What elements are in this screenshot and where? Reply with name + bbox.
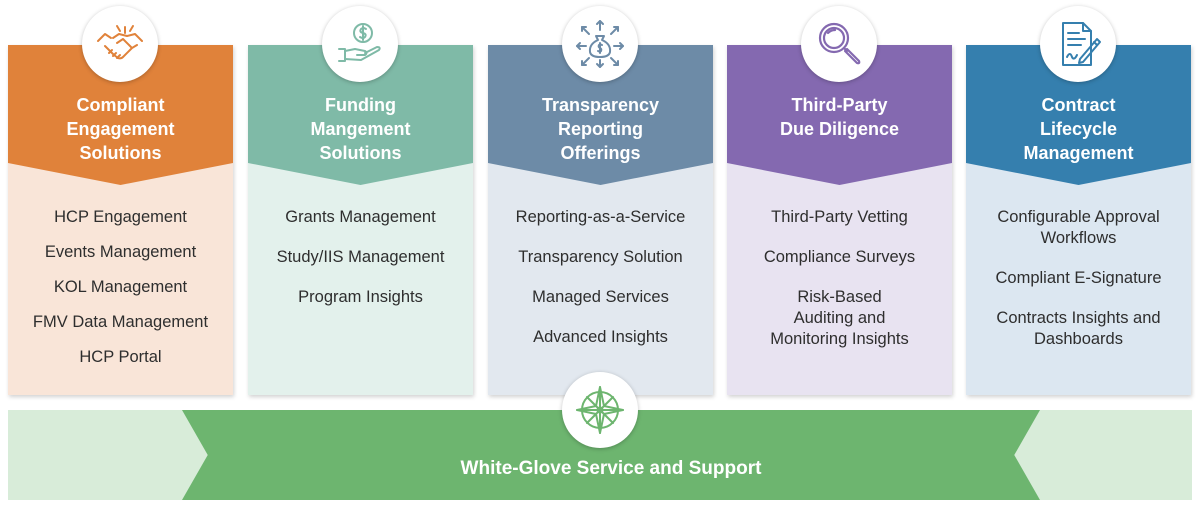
column-compliant-engagement: Compliant Engagement Solutions HCP Engag… (8, 6, 233, 395)
title-line: Compliant (76, 95, 165, 115)
title-line: Management (1023, 143, 1134, 163)
title-line: Offerings (560, 143, 641, 163)
column-contract-lifecycle: Contract Lifecycle Management Configurab… (966, 6, 1191, 395)
column-items: HCP Engagement Events Management KOL Man… (18, 207, 223, 382)
title-line: Engagement (66, 119, 175, 139)
column-title: Compliant Engagement Solutions (8, 93, 233, 165)
list-item: Reporting-as-a-Service (515, 208, 686, 226)
list-item: Risk-Based Auditing and Monitoring Insig… (770, 288, 909, 348)
title-line: Third-Party (791, 95, 888, 115)
list-item: Transparency Solution (518, 248, 683, 266)
title-line: Reporting (558, 119, 643, 139)
hand-money-icon (322, 6, 398, 82)
list-item: FMV Data Management (32, 313, 209, 331)
list-item: Contracts Insights and Dashboards (996, 309, 1161, 348)
column-transparency-reporting: Transparency Reporting Offerings Reporti… (488, 6, 713, 395)
list-item: KOL Management (53, 278, 188, 296)
title-line: Contract (1041, 95, 1116, 115)
column-items: Third-Party Vetting Compliance Surveys R… (737, 207, 942, 369)
title-line: Funding (325, 95, 396, 115)
list-item: Managed Services (532, 288, 669, 306)
column-title: Funding Mangement Solutions (248, 93, 473, 165)
title-line: Due Diligence (779, 119, 900, 139)
title-line: Solutions (79, 143, 162, 163)
column-title: Third-Party Due Diligence (727, 93, 952, 141)
contract-signature-icon (1040, 6, 1116, 82)
list-item: Compliant E-Signature (995, 269, 1162, 287)
list-item: Compliance Surveys (763, 248, 916, 266)
list-item: HCP Engagement (54, 208, 187, 226)
compass-icon (562, 372, 638, 448)
column-items: Grants Management Study/IIS Management P… (258, 207, 463, 327)
handshake-icon (82, 6, 158, 82)
column-third-party-due-diligence: Third-Party Due Diligence Third-Party Ve… (727, 6, 952, 395)
title-line: Lifecycle (1039, 119, 1118, 139)
support-band-label: White-Glove Service and Support (460, 458, 762, 479)
magnifying-glass-icon (801, 6, 877, 82)
list-item: Third-Party Vetting (771, 208, 908, 226)
column-items: Configurable Approval Workflows Complian… (976, 207, 1181, 369)
column-title: Contract Lifecycle Management (966, 93, 1191, 165)
column-title: Transparency Reporting Offerings (488, 93, 713, 165)
list-item: Study/IIS Management (276, 248, 445, 266)
list-item: Grants Management (285, 208, 436, 226)
title-line: Mangement (310, 119, 411, 139)
title-line: Transparency (541, 95, 660, 115)
list-item: Program Insights (298, 288, 423, 306)
title-line: Solutions (319, 143, 402, 163)
list-item: Events Management (44, 243, 197, 261)
list-item: Advanced Insights (533, 328, 668, 346)
column-funding-management: Funding Mangement Solutions Grants Manag… (248, 6, 473, 395)
list-item: Configurable Approval Workflows (997, 208, 1160, 247)
money-bag-arrows-icon (562, 6, 638, 82)
list-item: HCP Portal (79, 348, 162, 366)
column-items: Reporting-as-a-Service Transparency Solu… (498, 207, 703, 367)
